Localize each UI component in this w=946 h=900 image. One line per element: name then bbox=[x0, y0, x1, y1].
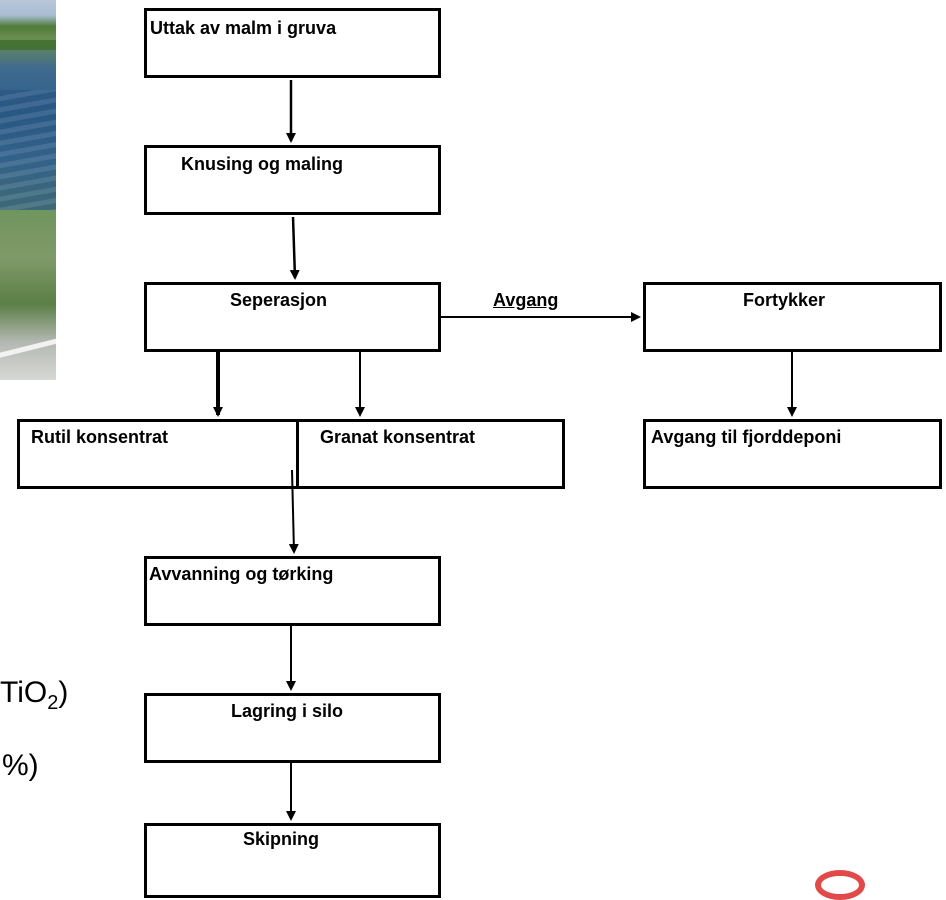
label-skipning: Skipning bbox=[243, 829, 319, 849]
box-seperasjon bbox=[144, 282, 441, 352]
label-seperasjon: Seperasjon bbox=[230, 290, 328, 310]
box-fortykker bbox=[643, 282, 942, 352]
side-text-tio2: TiO2) bbox=[0, 676, 68, 715]
arrow-knusing-seperasjon bbox=[289, 216, 300, 280]
box-uttak bbox=[144, 8, 441, 78]
box-lagring bbox=[144, 693, 441, 763]
side-text-tio2-prefix: TiO bbox=[0, 676, 48, 709]
box-knusing bbox=[144, 145, 441, 215]
photo-water bbox=[0, 90, 56, 210]
landscape-photo bbox=[0, 0, 56, 380]
label-avvanning: Avvanning og tørking bbox=[149, 564, 334, 584]
box-granat bbox=[296, 419, 565, 489]
label-fortykker: Fortykker bbox=[743, 290, 826, 310]
label-uttak: Uttak av malm i gruva bbox=[150, 18, 337, 38]
edge-label-avgang: Avgang bbox=[493, 290, 559, 310]
logo-icon bbox=[815, 870, 865, 900]
photo-ridge bbox=[0, 40, 56, 50]
box-fjorddeponi bbox=[643, 419, 942, 489]
arrow-konsentrat-avvanning bbox=[288, 469, 299, 554]
side-text-tio2-suffix: ) bbox=[58, 676, 69, 709]
box-rutil bbox=[17, 419, 299, 489]
label-rutil: Rutil konsentrat bbox=[31, 427, 169, 447]
label-lagring: Lagring i silo bbox=[231, 701, 344, 721]
label-granat: Granat konsentrat bbox=[320, 427, 476, 447]
side-text-tio2-sub: 2 bbox=[47, 692, 59, 714]
box-avvanning bbox=[144, 556, 441, 626]
label-fjorddeponi: Avgang til fjorddeponi bbox=[651, 427, 842, 447]
side-text-percent: %) bbox=[2, 749, 39, 782]
label-knusing: Knusing og maling bbox=[181, 154, 343, 174]
